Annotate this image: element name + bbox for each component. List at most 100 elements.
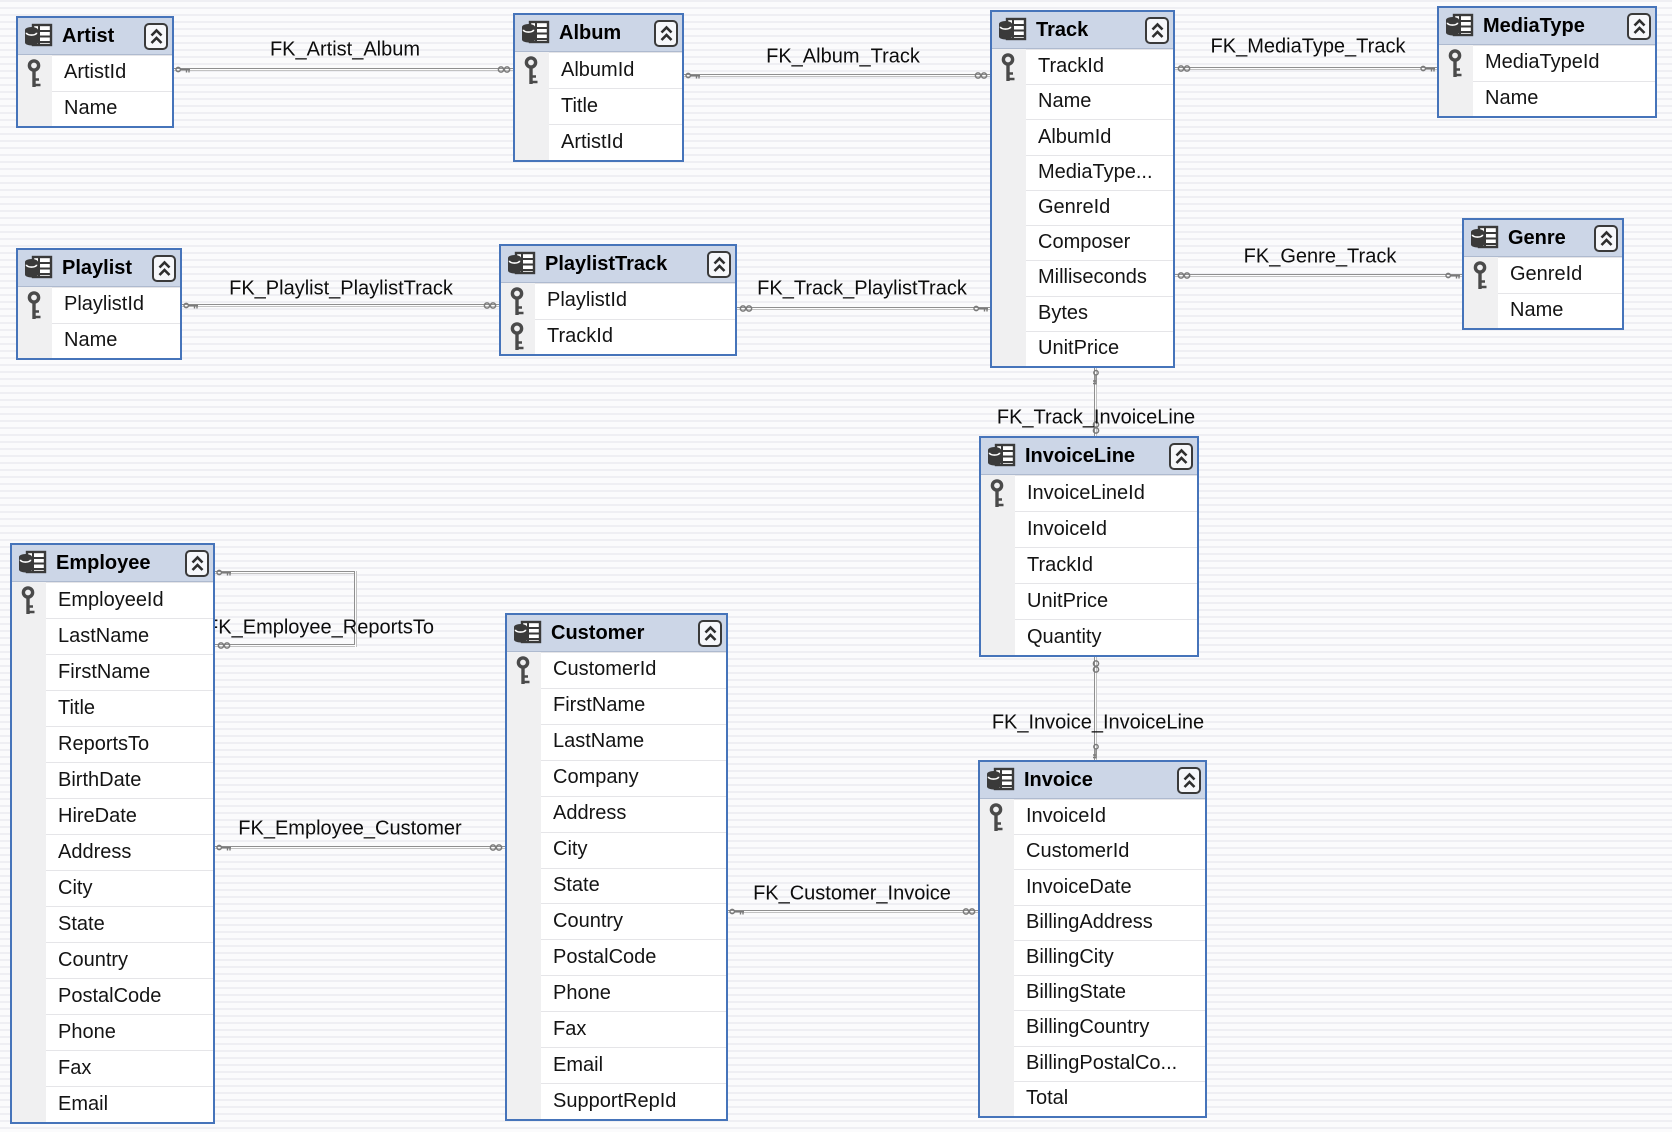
connector-line[interactable]: [1175, 274, 1462, 277]
table-header[interactable]: Track: [992, 12, 1173, 49]
field-row[interactable]: EmployeeId: [12, 582, 213, 618]
field-row[interactable]: AlbumId: [992, 119, 1173, 154]
collapse-button[interactable]: [1177, 766, 1201, 794]
field-row[interactable]: InvoiceId: [981, 511, 1197, 547]
field-row[interactable]: Address: [12, 834, 213, 870]
field-row[interactable]: CustomerId: [507, 652, 726, 688]
field-row[interactable]: ArtistId: [515, 124, 682, 160]
field-row[interactable]: ReportsTo: [12, 726, 213, 762]
connector-line[interactable]: [354, 571, 357, 647]
connector-line[interactable]: [174, 68, 513, 71]
collapse-button[interactable]: [1627, 12, 1651, 40]
collapse-button[interactable]: [144, 22, 168, 50]
field-row[interactable]: GenreId: [1464, 257, 1622, 293]
field-row[interactable]: Quantity: [981, 619, 1197, 655]
field-row[interactable]: Phone: [507, 975, 726, 1011]
table-header[interactable]: Genre: [1464, 220, 1622, 257]
field-row[interactable]: Composer: [992, 225, 1173, 260]
field-row[interactable]: TrackId: [981, 547, 1197, 583]
field-row[interactable]: UnitPrice: [992, 330, 1173, 366]
field-row[interactable]: LastName: [12, 618, 213, 654]
field-row[interactable]: InvoiceId: [980, 799, 1205, 834]
connector-line[interactable]: [215, 846, 505, 849]
field-row[interactable]: State: [507, 867, 726, 904]
field-row[interactable]: PostalCode: [12, 978, 213, 1014]
field-row[interactable]: Name: [1439, 80, 1655, 117]
field-row[interactable]: AlbumId: [515, 52, 682, 88]
field-row[interactable]: Country: [12, 942, 213, 978]
collapse-button[interactable]: [152, 254, 176, 282]
table-header[interactable]: Employee: [12, 545, 213, 582]
field-row[interactable]: MediaTypeId: [1439, 45, 1655, 81]
field-row[interactable]: Fax: [507, 1011, 726, 1047]
field-row[interactable]: BillingAddress: [980, 904, 1205, 940]
field-row[interactable]: Company: [507, 759, 726, 796]
field-row[interactable]: TrackId: [992, 49, 1173, 84]
field-row[interactable]: UnitPrice: [981, 583, 1197, 619]
field-row[interactable]: Title: [515, 88, 682, 124]
field-row[interactable]: GenreId: [992, 189, 1173, 225]
field-row[interactable]: City: [507, 831, 726, 868]
field-row[interactable]: Address: [507, 795, 726, 832]
collapse-button[interactable]: [707, 250, 731, 278]
field-row[interactable]: PostalCode: [507, 939, 726, 975]
table-header[interactable]: PlaylistTrack: [501, 246, 735, 283]
field-row[interactable]: SupportRepId: [507, 1083, 726, 1119]
field-row[interactable]: CustomerId: [980, 834, 1205, 869]
field-row[interactable]: Fax: [12, 1050, 213, 1086]
field-row[interactable]: TrackId: [501, 318, 735, 355]
collapse-button[interactable]: [1594, 224, 1618, 252]
field-row[interactable]: FirstName: [12, 654, 213, 690]
connector-line[interactable]: [684, 74, 990, 77]
table-header[interactable]: Album: [515, 15, 682, 52]
connector-line[interactable]: [215, 644, 355, 647]
collapse-button[interactable]: [1169, 442, 1193, 470]
field-row[interactable]: BillingCountry: [980, 1010, 1205, 1045]
field-row[interactable]: PlaylistId: [501, 283, 735, 319]
table-header[interactable]: InvoiceLine: [981, 438, 1197, 475]
field-row[interactable]: City: [12, 870, 213, 906]
field-row[interactable]: FirstName: [507, 687, 726, 724]
table-header[interactable]: MediaType: [1439, 8, 1655, 45]
field-row[interactable]: Name: [1464, 292, 1622, 329]
field-row[interactable]: BillingState: [980, 975, 1205, 1010]
field-row[interactable]: BirthDate: [12, 762, 213, 798]
field-row[interactable]: MediaType...: [992, 154, 1173, 190]
field-row[interactable]: LastName: [507, 723, 726, 760]
collapse-button[interactable]: [654, 19, 678, 47]
connector-line[interactable]: [215, 571, 355, 574]
connector-line[interactable]: [1094, 367, 1097, 438]
field-row[interactable]: ArtistId: [18, 55, 172, 91]
field-row[interactable]: Name: [992, 84, 1173, 119]
field-row[interactable]: Milliseconds: [992, 260, 1173, 295]
connector-line[interactable]: [1094, 656, 1097, 762]
table-header[interactable]: Playlist: [18, 250, 180, 287]
table-header[interactable]: Artist: [18, 18, 172, 55]
collapse-button[interactable]: [1145, 16, 1169, 44]
field-row[interactable]: Title: [12, 690, 213, 726]
field-row[interactable]: Name: [18, 90, 172, 127]
field-row[interactable]: InvoiceDate: [980, 869, 1205, 904]
field-row[interactable]: Email: [507, 1047, 726, 1083]
field-row[interactable]: Total: [980, 1080, 1205, 1116]
collapse-button[interactable]: [698, 619, 722, 647]
field-row[interactable]: HireDate: [12, 798, 213, 834]
field-row[interactable]: Country: [507, 903, 726, 939]
connector-line[interactable]: [1175, 67, 1437, 70]
connector-line[interactable]: [182, 304, 499, 307]
field-row[interactable]: Email: [12, 1086, 213, 1122]
collapse-button[interactable]: [185, 549, 209, 577]
field-row[interactable]: BillingPostalCo...: [980, 1045, 1205, 1081]
table-header[interactable]: Invoice: [980, 762, 1205, 799]
